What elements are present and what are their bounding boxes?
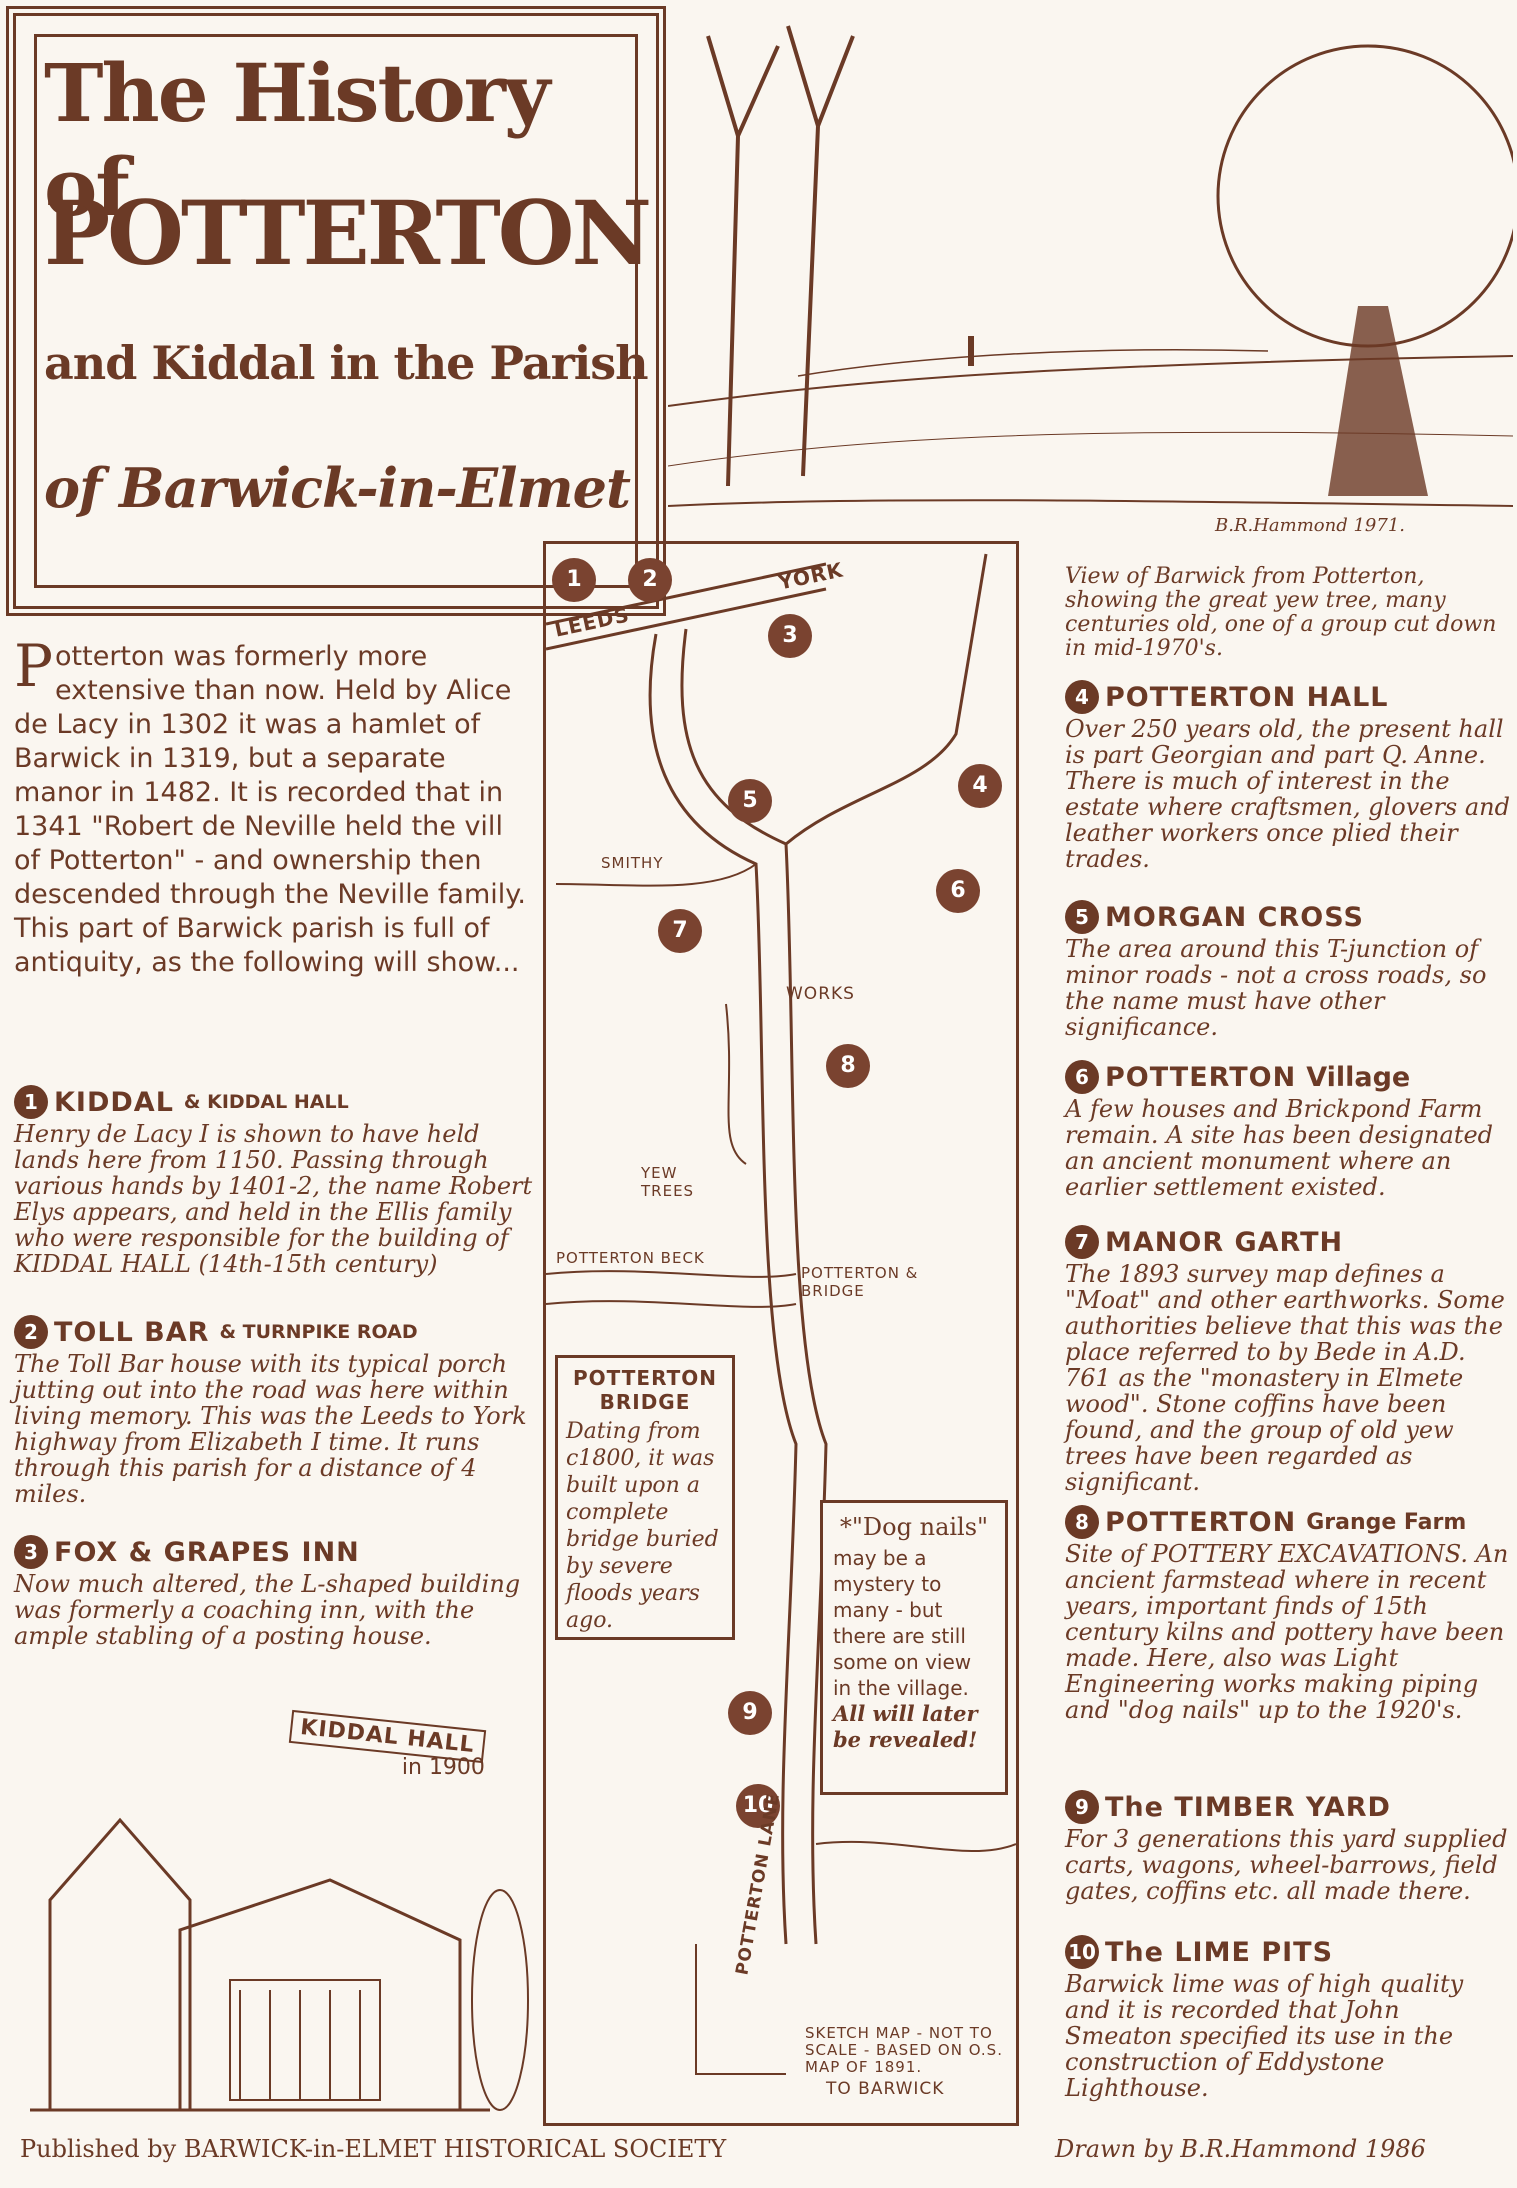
bridge-box-body: Dating from c1800, it was built upon a c… [566,1419,719,1633]
map-label-works: WORKS [786,984,855,1004]
intro-text: otterton was formerly more extensive tha… [14,641,526,978]
entry-title: POTTERTON HALL [1105,681,1389,713]
potterton-bridge-box: POTTERTON BRIDGE Dating from c1800, it w… [555,1355,735,1640]
map-marker-4: 4 [958,764,1002,808]
entry-title: MORGAN CROSS [1105,901,1364,933]
map-marker-6: 6 [936,869,980,913]
kiddal-hall-label: KIDDAL HALL in 1900 [288,1709,487,1780]
map-marker-1: 1 [552,558,596,602]
entry-number: 3 [14,1535,48,1569]
entry-number: 9 [1065,1790,1099,1824]
entry-number: 2 [14,1315,48,1349]
illustration-credit: B.R.Hammond 1971. [1215,515,1405,536]
illustration-caption: View of Barwick from Potterton, showing … [1065,564,1497,661]
entry-body: Over 250 years old, the present hall is … [1065,715,1510,873]
map-marker-2: 2 [628,558,672,602]
entry-title: The TIMBER YARD [1105,1791,1391,1823]
entry-body: Barwick lime was of high quality and it … [1065,1970,1464,2102]
map-roads [546,553,1016,2075]
entry-title: FOX & GRAPES INN [54,1536,360,1568]
kiddal-label-year: in 1900 [401,1755,485,1780]
title-line-1: The History of [44,46,550,234]
entry-body: The Toll Bar house with its typical porc… [14,1350,527,1508]
entry-body: A few houses and Brickpond Farm remain. … [1065,1095,1494,1201]
title-line-2: POTTERTON [44,181,652,285]
entry-subtitle: & KIDDAL HALL [183,1091,349,1113]
map-label-yew-trees: YEW TREES [641,1164,695,1200]
entry-title: TOLL BAR [54,1316,210,1348]
entry-body: For 3 generations this yard supplied car… [1065,1825,1508,1905]
entry-subtitle: Village [1306,1061,1411,1093]
title-line-4: of Barwick-in-Elmet [44,456,631,520]
map-marker-3: 3 [768,614,812,658]
entry-subtitle: Grange Farm [1306,1509,1467,1535]
map-marker-5: 5 [728,779,772,823]
entry-number: 1 [14,1085,48,1119]
entry-number: 10 [1065,1935,1099,1969]
dog-box-reveal: All will later be revealed! [833,1701,978,1752]
entry-number: 6 [1065,1060,1099,1094]
entry-number: 4 [1065,680,1099,714]
map-label-smithy: SMITHY [601,854,664,872]
publisher-credit: Published by BARWICK-in-ELMET HISTORICAL… [20,2135,727,2163]
dog-nails-box: *"Dog nails" may be a mystery to many - … [820,1500,1008,1795]
map-label-bridge: POTTERTON & BRIDGE [801,1264,919,1300]
entry-body: Henry de Lacy I is shown to have held la… [14,1120,533,1278]
entry-body: The 1893 survey map defines a "Moat" and… [1065,1260,1505,1496]
entry-body: Site of POTTERY EXCAVATIONS. An ancient … [1065,1540,1509,1724]
dog-box-title: *"Dog nails" [839,1513,989,1541]
intro-drop-cap: P [14,632,54,700]
title-panel: The History of POTTERTON and Kiddal in t… [6,6,666,616]
entry-body: The area around this T-junction of minor… [1065,935,1487,1041]
entry-title: The LIME PITS [1105,1936,1334,1968]
map-marker-10: 10 [736,1784,780,1828]
barwick-landscape-illustration [668,6,1513,536]
title-line-3: and Kiddal in the Parish [44,336,649,390]
map-label-beck: POTTERTON BECK [556,1249,705,1267]
sketch-map: 1 2 3 4 5 6 7 8 9 10 LEEDS YORK SMITHY W… [543,541,1019,2126]
map-marker-9: 9 [728,1691,772,1735]
map-marker-8: 8 [826,1044,870,1088]
title-frame [34,34,638,588]
map-note: SKETCH MAP - NOT TO SCALE - BASED ON O.S… [805,2024,1003,2076]
entry-title: KIDDAL [54,1086,174,1118]
map-marker-7: 7 [658,909,702,953]
entry-title: MANOR GARTH [1105,1226,1344,1258]
entry-number: 7 [1065,1225,1099,1259]
entry-number: 8 [1065,1505,1099,1539]
artist-credit: Drawn by B.R.Hammond 1986 [1055,2135,1426,2163]
entry-number: 5 [1065,900,1099,934]
entry-body: Now much altered, the L-shaped building … [14,1570,521,1650]
entry-title: POTTERTON [1105,1506,1297,1538]
entry-subtitle: & TURNPIKE ROAD [219,1321,418,1343]
kiddal-hall-illustration [30,1817,529,2112]
entry-title: POTTERTON [1105,1061,1297,1093]
map-label-to-barwick: TO BARWICK [826,2079,945,2099]
bridge-box-title: POTTERTON BRIDGE [573,1366,717,1414]
dog-box-body: may be a mystery to many - but there are… [833,1546,972,1700]
